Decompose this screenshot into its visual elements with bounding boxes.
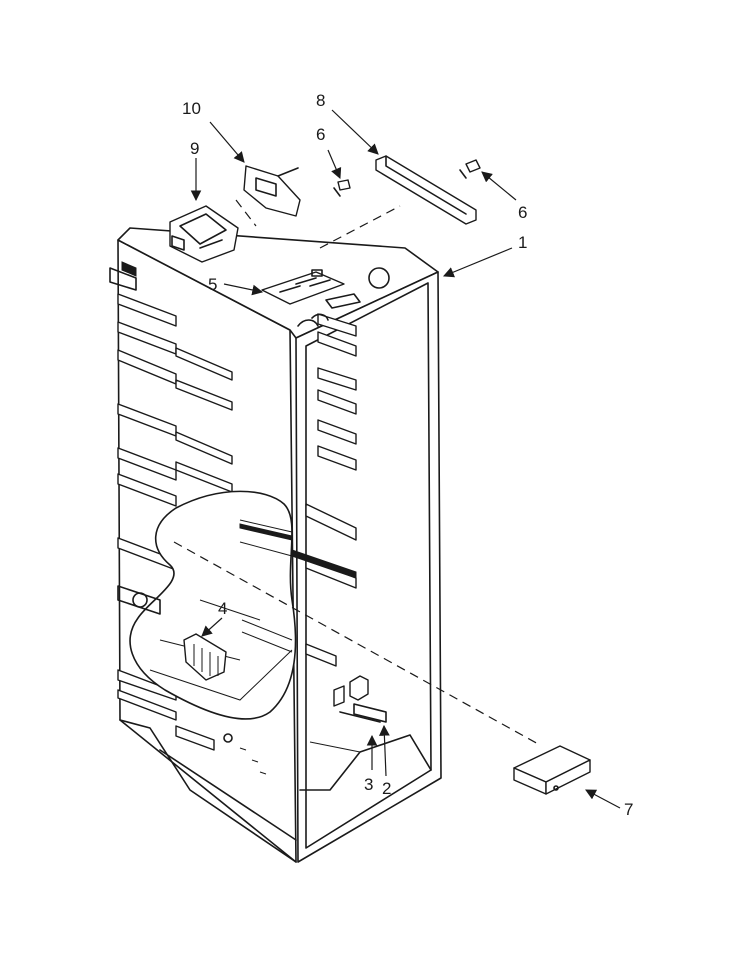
part-8-strip	[375, 155, 477, 225]
callout-2: 2	[382, 779, 391, 798]
liner-details	[117, 267, 390, 775]
callout-6-right: 6	[518, 203, 527, 222]
part-3-slot	[333, 685, 381, 723]
part-7-cover	[513, 745, 591, 795]
assembly-lines	[173, 199, 541, 746]
callout-10: 10	[182, 99, 201, 118]
callout-5: 5	[208, 275, 217, 294]
callout-7: 7	[624, 800, 633, 819]
callout-9: 9	[190, 139, 199, 158]
part-5-control-board	[261, 269, 345, 305]
cutaway-view	[129, 490, 357, 720]
callout-1: 1	[518, 233, 527, 252]
part-6-screw-left	[333, 179, 351, 197]
part-6-screw-right	[459, 159, 481, 179]
part-10-bracket	[243, 165, 301, 217]
callout-4: 4	[218, 599, 227, 618]
leader-lines	[190, 109, 621, 809]
part-4-insert	[183, 633, 227, 681]
part-9-module	[169, 205, 239, 263]
left-wall-shelf-rails	[109, 261, 233, 751]
callout-3: 3	[364, 775, 373, 794]
callout-8: 8	[316, 91, 325, 110]
callout-6-left: 6	[316, 125, 325, 144]
part-2-slot	[349, 675, 387, 723]
